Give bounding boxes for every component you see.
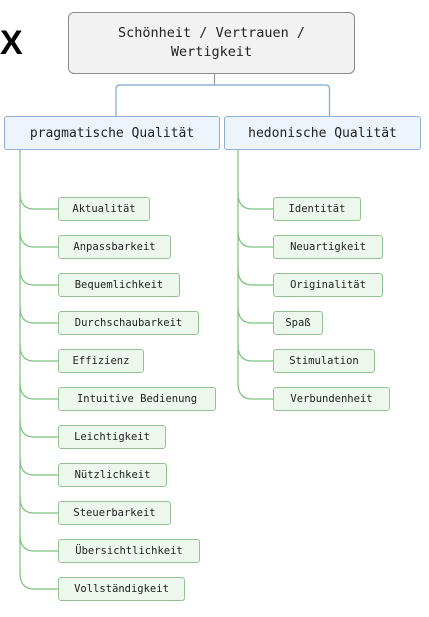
leaf-leichtigkeit: Leichtigkeit — [58, 425, 166, 449]
pragmatic-leaf-connector — [19, 534, 58, 552]
pragmatic-leaf-connector — [19, 230, 58, 248]
leaf-steuerbarkeit: Steuerbarkeit — [58, 501, 171, 525]
leaf-stimulation: Stimulation — [273, 349, 375, 373]
pragmatic-leaf-connector — [19, 420, 58, 438]
pragmatic-leaf-connector — [19, 458, 58, 476]
pragmatic-leaf-connector — [19, 572, 58, 590]
x-marker: X — [0, 24, 23, 62]
root-title-line-1: Schönheit / Vertrauen / — [118, 25, 305, 41]
hedonic-leaf-connector — [237, 268, 273, 286]
leaf-intuitive-bedienung: Intuitive Bedienung — [58, 387, 216, 411]
connector-hedonic — [214, 84, 331, 116]
root-node: Schönheit / Vertrauen / Wertigkeit — [68, 12, 355, 74]
pragmatic-leaf-connector — [19, 192, 58, 210]
pragmatic-leaf-connector — [19, 344, 58, 362]
leaf-vollstaendigkeit: Vollständigkeit — [58, 577, 185, 601]
leaf-spass: Spaß — [273, 311, 323, 335]
leaf-anpassbarkeit: Anpassbarkeit — [58, 235, 171, 259]
hedonic-leaf-connector — [237, 230, 273, 248]
branch-pragmatic: pragmatische Qualität — [4, 116, 220, 150]
hedonic-leaf-connector — [237, 306, 273, 324]
leaf-bequemlichkeit: Bequemlichkeit — [58, 273, 180, 297]
pragmatic-leaf-connector — [19, 382, 58, 400]
leaf-verbundenheit: Verbundenheit — [273, 387, 390, 411]
connector-pragmatic — [115, 84, 215, 116]
hedonic-leaf-connector — [237, 344, 273, 362]
leaf-neuartigkeit: Neuartigkeit — [273, 235, 383, 259]
leaf-uebersichtlichkeit: Übersichtlichkeit — [58, 539, 200, 563]
hedonic-leaf-connector — [237, 382, 273, 400]
leaf-aktualitaet: Aktualität — [58, 197, 150, 221]
branch-hedonic: hedonische Qualität — [224, 116, 421, 150]
leaf-identitaet: Identität — [273, 197, 361, 221]
leaf-effizienz: Effizienz — [58, 349, 144, 373]
pragmatic-leaf-connector — [19, 496, 58, 514]
pragmatic-leaf-connector — [19, 306, 58, 324]
leaf-originalitaet: Originalität — [273, 273, 383, 297]
pragmatic-leaf-connector — [19, 268, 58, 286]
leaf-durchschaubarkeit: Durchschaubarkeit — [58, 311, 199, 335]
hedonic-leaf-connector — [237, 192, 273, 210]
root-title-line-2: Wertigkeit — [170, 44, 253, 60]
leaf-nuetzlichkeit: Nützlichkeit — [58, 463, 167, 487]
